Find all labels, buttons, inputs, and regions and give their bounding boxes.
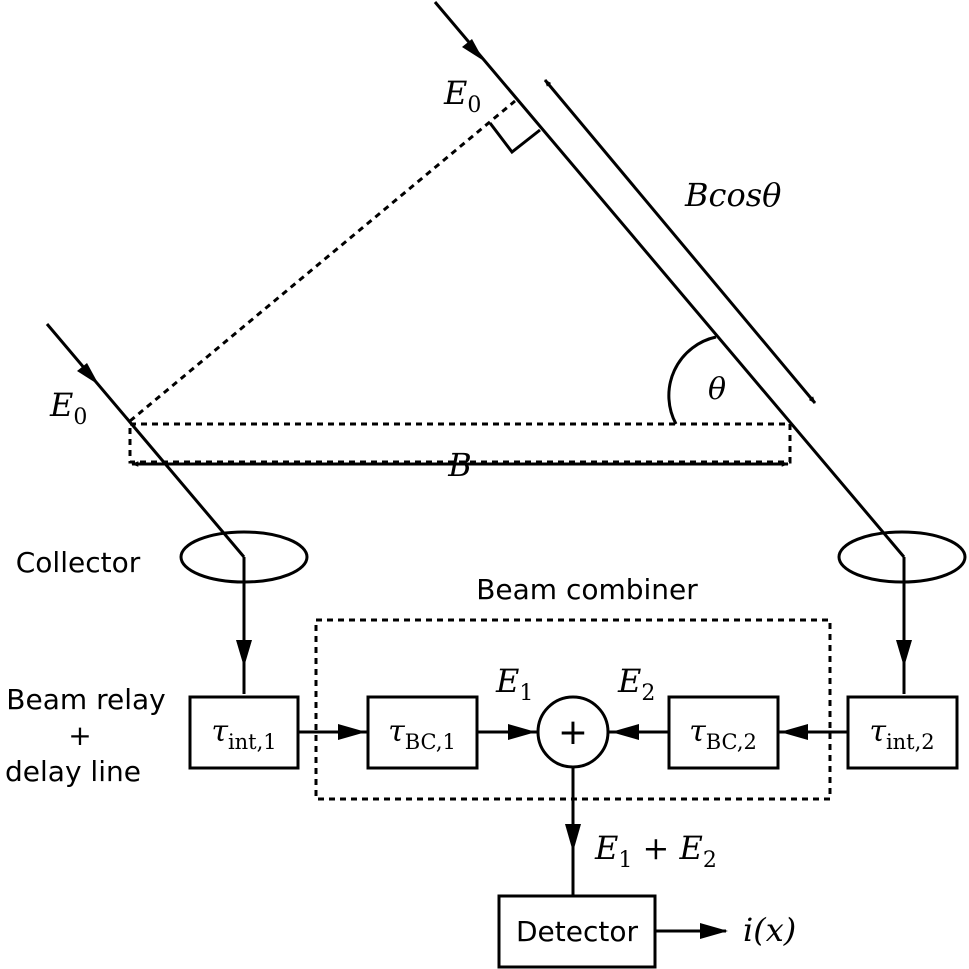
output-label: i(x) [743,911,796,949]
sum-label: E1 + E2 [594,829,717,873]
tau-int-2-label: τint,2 [869,714,934,754]
theta-arc [667,335,717,425]
wavefront-line [129,99,516,423]
link-bc2-arrowhead [611,724,639,740]
tau-bc-1-box [366,695,479,770]
tau-int-1-label: τint,1 [211,714,276,754]
tau-bc-2-box [667,695,780,770]
left-drop-arrowhead [236,640,252,667]
right-drop-arrowhead [896,640,912,667]
beam-relay-label: Beam relay [6,683,165,716]
collector-label: Collector [16,546,141,579]
right-angle-mark [488,122,541,155]
baseline-label: B [447,446,472,484]
detector-box [497,894,657,969]
combiner-plus-symbol: + [558,712,588,753]
bcos-theta-label: Bcosθ [684,176,781,214]
detector-output-arrowhead [700,923,728,939]
bcos-dimension-arrow [543,79,817,404]
link-bc1-arrowhead [508,724,536,740]
tau-bc-2-label: τBC,2 [689,714,757,754]
e2-label: E2 [617,662,655,706]
e0-left-label: E0 [49,386,87,430]
beam-relay-plus: + [68,719,91,752]
tau-int-1-box [188,695,300,770]
detector-label: Detector [516,915,638,948]
e1-label: E1 [495,662,533,706]
link-int1-arrowhead [338,724,366,740]
delay-line-label: delay line [5,755,141,788]
beam-combiner-label: Beam combiner [476,573,698,606]
right-collector [837,530,967,584]
tau-int-2-box [846,695,959,770]
right-ray-arrowhead [462,39,484,61]
combiner-circle [536,695,610,769]
combiner-output-arrowhead [565,824,581,852]
tau-bc-1-label: τBC,1 [388,714,456,754]
left-incoming-ray [45,323,246,558]
left-ray-arrowhead [77,363,99,385]
theta-label: θ [708,372,726,407]
right-incoming-ray [433,1,906,558]
e0-top-label: E0 [443,74,481,118]
link-int2-arrowhead [780,724,808,740]
